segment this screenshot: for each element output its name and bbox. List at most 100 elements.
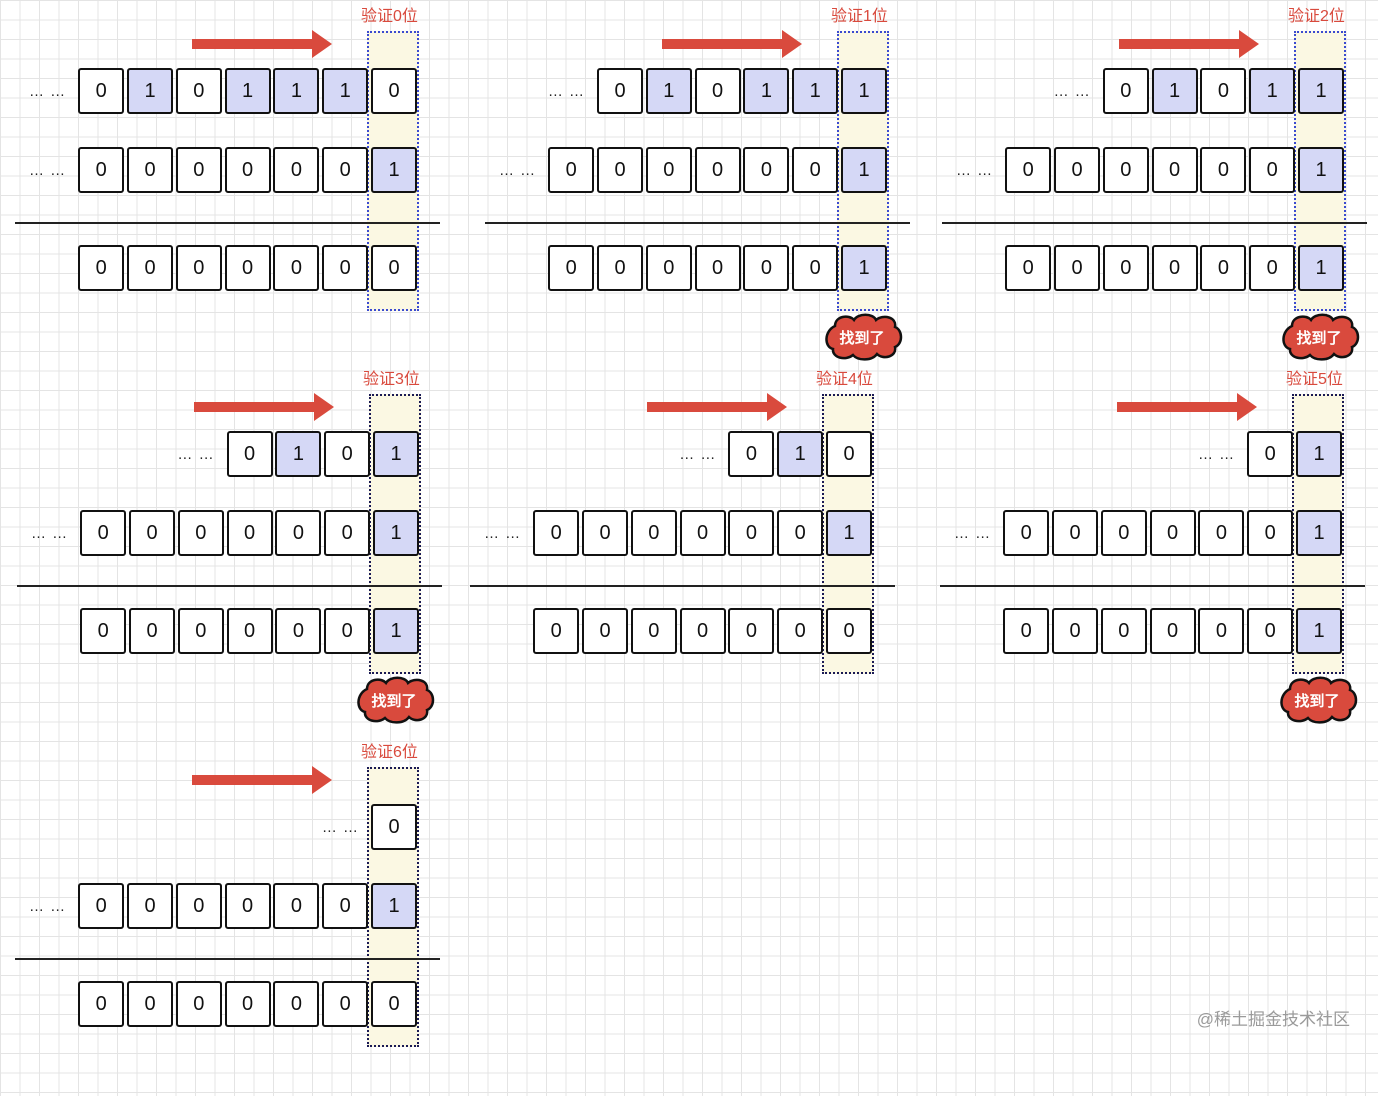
result-bit-cell: 0 bbox=[175, 981, 222, 1027]
source-bit-cell: 0 bbox=[324, 431, 371, 477]
result-bit-cell: 0 bbox=[1249, 245, 1296, 291]
result-bit-cell: 0 bbox=[175, 245, 222, 291]
mask-bit-cell: 0 bbox=[78, 883, 125, 929]
result-bit-cell: 0 bbox=[78, 981, 125, 1027]
mask-bit-cell: 0 bbox=[728, 510, 775, 556]
shift-right-arrow-icon bbox=[647, 393, 787, 421]
result-bit-cell: 0 bbox=[1247, 608, 1294, 654]
ellipsis-text: … … bbox=[29, 83, 67, 100]
result-bit-cell: 0 bbox=[826, 608, 872, 654]
source-bit-cell: 0 bbox=[226, 431, 273, 477]
result-bit-cell: 0 bbox=[728, 608, 775, 654]
shift-right-arrow-icon bbox=[192, 766, 332, 794]
result-bit-cell: 0 bbox=[127, 245, 173, 291]
found-badge: 找到了 bbox=[821, 312, 903, 362]
result-bit-cell: 0 bbox=[322, 981, 369, 1027]
result-bit-cell: 0 bbox=[1052, 608, 1098, 654]
mask-bit-cell: 0 bbox=[127, 147, 173, 193]
mask-bit-cell: 0 bbox=[1005, 147, 1052, 193]
panel-title: 验证5位 bbox=[1286, 371, 1343, 388]
mask-bit-cell: 0 bbox=[743, 147, 790, 193]
separator-line bbox=[485, 222, 910, 224]
panel-title: 验证4位 bbox=[816, 371, 873, 388]
found-badge: 找到了 bbox=[1278, 312, 1360, 362]
result-bit-cell: 0 bbox=[78, 245, 125, 291]
cloud-icon bbox=[1280, 676, 1358, 724]
source-bit-cell: 0 bbox=[1247, 431, 1294, 477]
result-bit-cell: 0 bbox=[694, 245, 741, 291]
found-label: 找到了 bbox=[371, 692, 417, 710]
source-bit-cell: 0 bbox=[175, 68, 222, 114]
found-label: 找到了 bbox=[1294, 692, 1340, 710]
panel-title: 验证0位 bbox=[361, 8, 418, 25]
source-bit-cell: 1 bbox=[224, 68, 271, 114]
mask-bit-cell: 0 bbox=[1100, 510, 1147, 556]
source-bit-cell: 1 bbox=[273, 68, 320, 114]
result-bit-cell: 0 bbox=[630, 608, 677, 654]
mask-bit-cell: 0 bbox=[1151, 147, 1198, 193]
source-bit-cell: 1 bbox=[743, 68, 790, 114]
ellipsis-text: … … bbox=[1198, 446, 1236, 463]
result-bit-cell: 0 bbox=[371, 245, 417, 291]
result-bit-cell: 0 bbox=[371, 981, 417, 1027]
result-bit-cell: 0 bbox=[324, 608, 371, 654]
result-bit-cell: 0 bbox=[275, 608, 322, 654]
mask-bit-cell: 0 bbox=[273, 883, 320, 929]
mask-bit-cell: 0 bbox=[597, 147, 643, 193]
separator-line bbox=[470, 585, 895, 587]
source-bit-cell: 0 bbox=[694, 68, 741, 114]
mask-bit-cell: 0 bbox=[322, 147, 369, 193]
shift-right-arrow-icon bbox=[662, 30, 802, 58]
result-bit-cell: 0 bbox=[1005, 245, 1052, 291]
separator-line bbox=[17, 585, 442, 587]
ellipsis-text: … … bbox=[177, 446, 215, 463]
result-bit-cell: 0 bbox=[645, 245, 692, 291]
result-bit-cell: 0 bbox=[582, 608, 628, 654]
separator-line bbox=[15, 222, 440, 224]
result-bit-cell: 0 bbox=[1003, 608, 1050, 654]
watermark: @稀土掘金技术社区 bbox=[1196, 1010, 1350, 1029]
mask-bit-cell: 0 bbox=[679, 510, 726, 556]
mask-bit-cell: 0 bbox=[127, 883, 173, 929]
source-bit-cell: 1 bbox=[1249, 68, 1296, 114]
panel-title: 验证6位 bbox=[361, 744, 418, 761]
mask-bit-cell: 1 bbox=[371, 147, 417, 193]
cloud-icon bbox=[357, 676, 435, 724]
result-bit-cell: 1 bbox=[1296, 608, 1342, 654]
mask-bit-cell: 1 bbox=[826, 510, 872, 556]
source-bit-cell: 1 bbox=[1296, 431, 1342, 477]
source-bit-cell: 0 bbox=[1200, 68, 1247, 114]
result-bit-cell: 0 bbox=[548, 245, 595, 291]
source-bit-cell: 1 bbox=[645, 68, 692, 114]
source-bit-cell: 0 bbox=[78, 68, 125, 114]
result-bit-cell: 0 bbox=[1149, 608, 1196, 654]
source-bit-cell: 0 bbox=[597, 68, 643, 114]
cloud-icon bbox=[1282, 313, 1360, 361]
source-bit-cell: 1 bbox=[1151, 68, 1198, 114]
result-bit-cell: 0 bbox=[80, 608, 127, 654]
mask-bit-cell: 0 bbox=[224, 883, 271, 929]
separator-line bbox=[942, 222, 1367, 224]
mask-bit-cell: 0 bbox=[645, 147, 692, 193]
ellipsis-text: … … bbox=[29, 898, 67, 915]
result-bit-cell: 0 bbox=[1100, 608, 1147, 654]
result-bit-cell: 0 bbox=[743, 245, 790, 291]
mask-bit-cell: 0 bbox=[1102, 147, 1149, 193]
ellipsis-text: … … bbox=[31, 525, 69, 542]
mask-bit-cell: 1 bbox=[1296, 510, 1342, 556]
source-bit-cell: 1 bbox=[373, 431, 419, 477]
mask-bit-cell: 0 bbox=[1198, 510, 1245, 556]
mask-bit-cell: 0 bbox=[1247, 510, 1294, 556]
source-bit-cell: 0 bbox=[371, 68, 417, 114]
mask-bit-cell: 0 bbox=[533, 510, 580, 556]
mask-bit-cell: 0 bbox=[1200, 147, 1247, 193]
cloud-icon bbox=[825, 313, 903, 361]
mask-bit-cell: 0 bbox=[80, 510, 127, 556]
source-bit-cell: 0 bbox=[826, 431, 872, 477]
